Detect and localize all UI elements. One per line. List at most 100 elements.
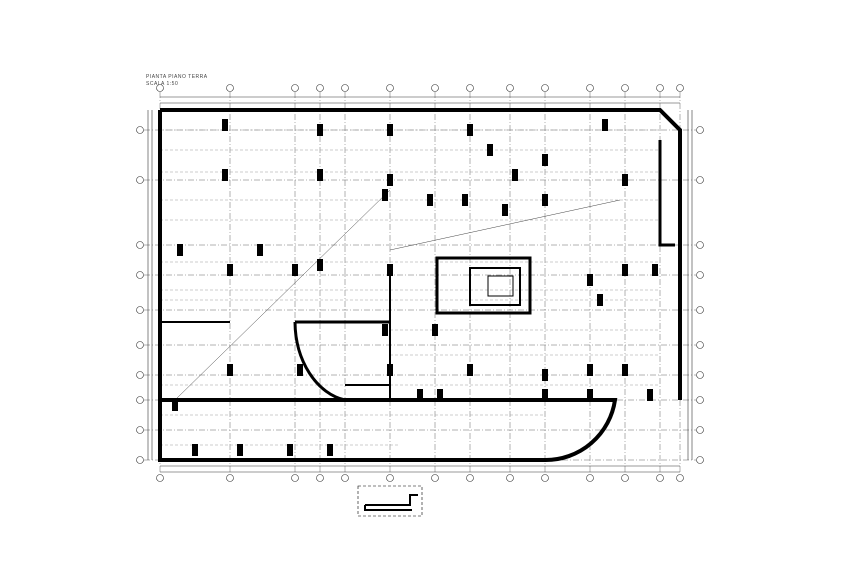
column: [417, 389, 423, 401]
column: [467, 124, 473, 136]
column: [382, 324, 388, 336]
axis-marker: [541, 474, 549, 482]
axis-marker: [466, 474, 474, 482]
walls: [158, 108, 682, 517]
column: [512, 169, 518, 181]
column: [542, 389, 548, 401]
column: [387, 124, 393, 136]
column: [427, 194, 433, 206]
column: [222, 119, 228, 131]
axis-marker: [136, 371, 144, 379]
axis-marker: [621, 474, 629, 482]
section-line: [174, 189, 391, 401]
axis-marker: [696, 306, 704, 314]
axis-marker: [696, 396, 704, 404]
drawing-title-block: PIANTA PIANO TERRA SCALA 1:50: [146, 74, 208, 88]
axis-marker: [136, 176, 144, 184]
curved-wall: [293, 320, 390, 402]
axis-marker: [386, 84, 394, 92]
column: [292, 264, 298, 276]
axis-marker: [136, 426, 144, 434]
column: [622, 174, 628, 186]
axis-marker: [226, 474, 234, 482]
column: [387, 174, 393, 186]
column: [317, 124, 323, 136]
column: [467, 364, 473, 376]
axis-marker: [316, 474, 324, 482]
column: [387, 364, 393, 376]
axis-marker: [136, 241, 144, 249]
axis-marker: [136, 306, 144, 314]
column: [542, 369, 548, 381]
axis-marker: [696, 341, 704, 349]
column: [382, 189, 388, 201]
axis-marker: [621, 84, 629, 92]
column: [647, 389, 653, 401]
column: [542, 194, 548, 206]
column: [602, 119, 608, 131]
axis-marker: [506, 474, 514, 482]
axis-marker: [696, 176, 704, 184]
column: [327, 444, 333, 456]
axis-marker: [696, 456, 704, 464]
section-line: [389, 199, 621, 251]
column: [587, 364, 593, 376]
axis-marker: [136, 456, 144, 464]
column: [432, 324, 438, 336]
axis-marker: [156, 474, 164, 482]
column: [502, 204, 508, 216]
beams: [160, 129, 660, 446]
core-outer: [435, 256, 532, 315]
drawing-scale: SCALA 1:50: [146, 81, 179, 87]
column: [317, 169, 323, 181]
axis-marker: [431, 84, 439, 92]
axis-marker: [386, 474, 394, 482]
column: [287, 444, 293, 456]
column: [222, 169, 228, 181]
column: [622, 364, 628, 376]
column: [257, 244, 263, 256]
axis-marker: [656, 474, 664, 482]
axis-marker: [696, 271, 704, 279]
column: [172, 399, 178, 411]
axis-marker: [341, 474, 349, 482]
axis-marker: [586, 474, 594, 482]
column: [387, 264, 393, 276]
core-box: [487, 275, 514, 297]
axis-marker: [156, 84, 164, 92]
column: [437, 389, 443, 401]
axis-marker: [696, 371, 704, 379]
columns: [172, 119, 658, 456]
axis-marker: [676, 84, 684, 92]
column: [237, 444, 243, 456]
axis-marker: [696, 126, 704, 134]
axis-marker: [676, 474, 684, 482]
axis-marker: [136, 396, 144, 404]
axis-marker: [226, 84, 234, 92]
column: [587, 389, 593, 401]
detail-section: [364, 494, 418, 511]
column: [652, 264, 658, 276]
outer-wall: [158, 108, 682, 463]
column: [462, 194, 468, 206]
axis-marker: [586, 84, 594, 92]
stair-wall: [345, 270, 391, 400]
column: [227, 364, 233, 376]
axis-marker: [316, 84, 324, 92]
column: [622, 264, 628, 276]
axis-marker: [541, 84, 549, 92]
detail-frame: [357, 485, 423, 517]
axis-grid: [136, 84, 704, 482]
inner-right-wall: [658, 140, 675, 247]
column: [297, 364, 303, 376]
axis-marker: [656, 84, 664, 92]
column: [192, 444, 198, 456]
column: [542, 154, 548, 166]
column: [587, 274, 593, 286]
axis-marker: [341, 84, 349, 92]
axis-marker: [696, 241, 704, 249]
axis-marker: [696, 426, 704, 434]
axis-marker: [291, 474, 299, 482]
axis-marker: [291, 84, 299, 92]
